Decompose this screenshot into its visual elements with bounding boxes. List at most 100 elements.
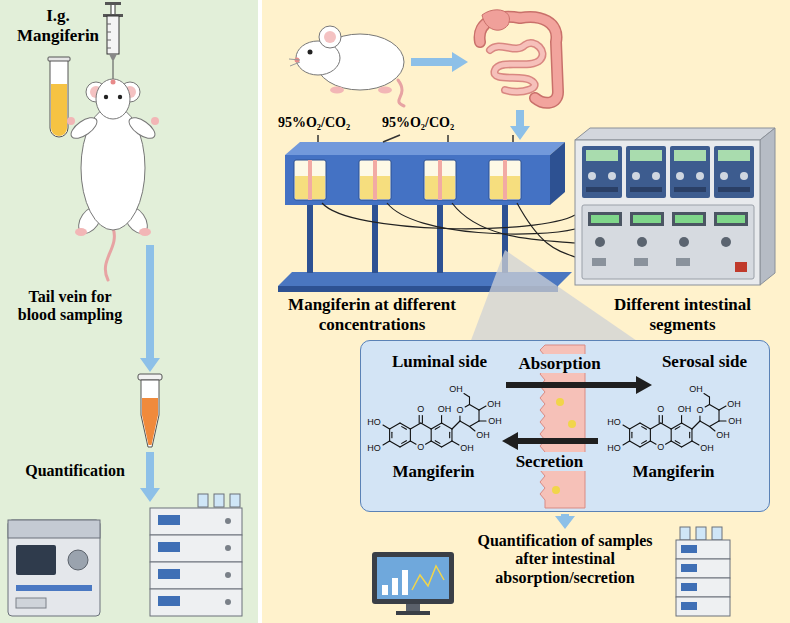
mouse	[378, 87, 392, 94]
hplc-system	[158, 596, 180, 606]
chemical-bond	[410, 423, 420, 429]
dosing-label: I.g. Mangiferin	[8, 6, 108, 45]
mouse	[105, 228, 114, 280]
chemical-bond	[640, 441, 650, 447]
mouse	[126, 114, 159, 143]
mouse	[118, 95, 122, 99]
syringe	[107, 24, 111, 25]
ussing-chamber-rack	[294, 160, 326, 200]
text-slot: HO	[603, 443, 625, 454]
chemical-bond	[442, 441, 452, 447]
chemical-bond	[469, 405, 479, 411]
sample-tube	[142, 398, 158, 445]
atom-label: OH	[723, 399, 745, 410]
text-slot: OH	[724, 416, 746, 427]
ussing-chamber-rack	[447, 135, 449, 142]
voltage-clamp-device	[674, 187, 706, 192]
electrode-wire	[322, 203, 575, 257]
chemical-bond	[431, 441, 441, 447]
panel-ground	[0, 0, 258, 623]
voltage-clamp-device	[676, 258, 690, 266]
text-slot: OH	[674, 404, 696, 415]
text-slot: Quantification of samples after intestin…	[467, 532, 663, 587]
chemical-bond	[682, 423, 692, 429]
voltage-clamp-device	[637, 237, 647, 247]
atom-label: OH	[674, 404, 696, 415]
atom-label: OH	[484, 416, 506, 427]
gas-label: 95%O₂/CO₂	[268, 115, 360, 131]
voltage-clamp-device	[670, 146, 710, 198]
voltage-clamp-device	[630, 150, 662, 161]
intestinal-tissue	[568, 420, 576, 428]
text-slot: O	[650, 442, 672, 453]
intestine	[490, 43, 542, 92]
process-label: Secretion	[505, 452, 595, 472]
chemical-bond	[709, 405, 719, 411]
test-tube	[48, 57, 70, 137]
ussing-chamber-rack	[285, 155, 550, 205]
chemical-bond	[452, 441, 459, 445]
chemical-bond	[410, 441, 416, 444]
chemical-bond	[699, 416, 700, 421]
intestinal-tissue	[556, 398, 564, 406]
chemical-bond	[681, 416, 682, 424]
voltage-clamp-device	[608, 172, 616, 180]
atom-label: OH	[724, 416, 746, 427]
text-slot: OH	[483, 399, 505, 410]
computer-monitor	[392, 578, 398, 595]
voltage-clamp-device	[582, 205, 754, 279]
chemical-bond	[441, 416, 442, 424]
side-label: Luminal side	[380, 352, 500, 372]
inset-ground	[360, 340, 770, 512]
chemical-bond	[642, 427, 647, 430]
mouse	[151, 117, 159, 125]
mass-spectrometer	[8, 520, 100, 616]
text-slot: OH	[445, 384, 467, 395]
mouse	[330, 87, 344, 94]
ussing-chamber-rack	[550, 142, 565, 205]
electrode-wire	[517, 203, 575, 257]
text-slot: Secretion	[505, 452, 595, 472]
computer-monitor	[396, 611, 430, 615]
chemical-bond	[662, 416, 663, 424]
voltage-clamp-device	[626, 146, 666, 198]
side-label: Serosal side	[645, 352, 765, 372]
hplc-system	[681, 602, 697, 610]
step-label: Quantification	[20, 462, 130, 480]
voltage-clamp-device	[595, 237, 605, 247]
voltage-clamp-device	[592, 258, 606, 266]
chemical-bond	[675, 427, 680, 430]
chemical-bond	[659, 416, 660, 424]
chemical-bond	[421, 423, 431, 429]
chemical-bond	[666, 441, 672, 444]
flow-arrow	[411, 52, 468, 72]
text-slot: Quantification	[20, 462, 130, 480]
text-slot: OH	[723, 399, 745, 410]
voltage-clamp-device	[672, 212, 706, 226]
test-tube	[50, 60, 68, 137]
mouse	[68, 114, 101, 143]
chemical-bond	[422, 416, 423, 424]
atom-label: O	[410, 404, 432, 415]
chemical-bond	[449, 432, 450, 437]
hplc-system	[681, 583, 697, 591]
chemical-bond	[709, 427, 715, 432]
chemical-bond	[435, 427, 440, 430]
voltage-clamp-device	[714, 212, 748, 226]
chemical-bond	[431, 429, 432, 441]
hplc-system	[198, 494, 208, 507]
atom-label: O	[650, 404, 672, 415]
text-slot: Mangiferin	[619, 462, 729, 482]
chemical-bond	[691, 429, 692, 441]
computer-monitor	[372, 552, 454, 604]
chemical-bond	[718, 410, 719, 421]
voltage-clamp-device	[718, 150, 750, 161]
intestine	[480, 17, 558, 103]
chemical-bond	[671, 423, 681, 429]
text-slot: OH	[696, 443, 718, 454]
computer-monitor	[412, 566, 444, 590]
mouse	[289, 59, 300, 60]
voltage-clamp-device	[718, 187, 750, 192]
text-slot: HO	[363, 443, 385, 454]
